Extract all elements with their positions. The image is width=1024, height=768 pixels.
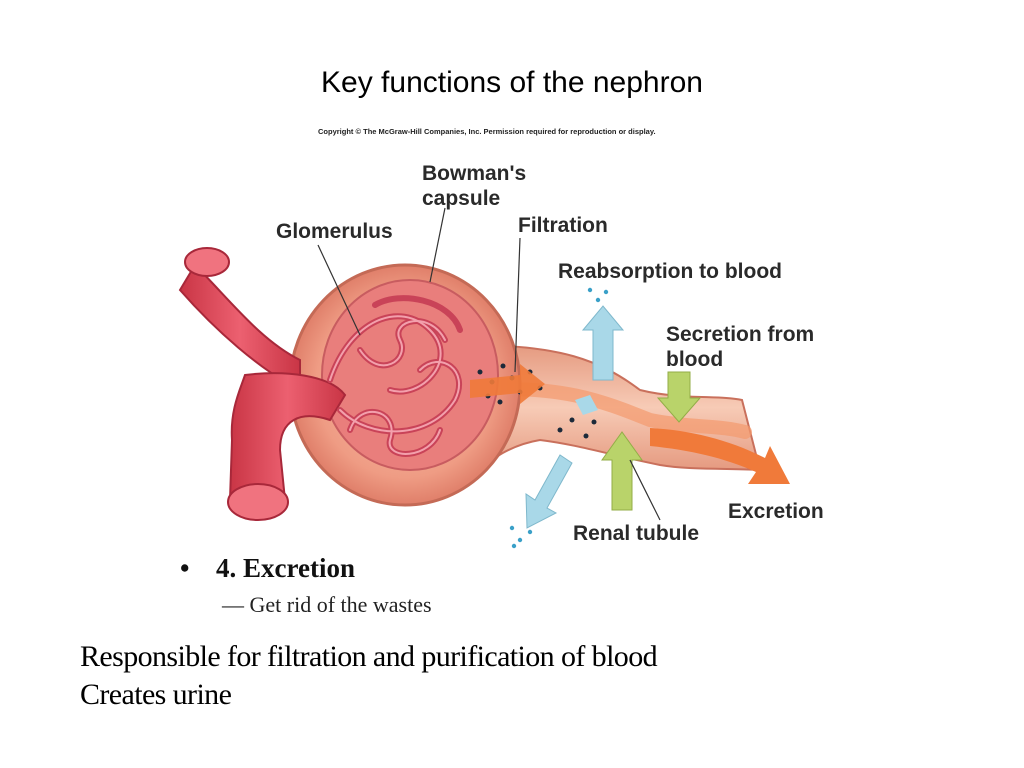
label-secretion-1: Secretion from bbox=[666, 323, 814, 346]
bullet-subpoint: — Get rid of the wastes bbox=[222, 592, 432, 617]
reabsorption-arrow-down bbox=[525, 454, 573, 529]
secretion-arrow-top bbox=[656, 371, 702, 423]
label-renal-tubule: Renal tubule bbox=[573, 522, 699, 545]
efferent-opening bbox=[227, 483, 289, 521]
reabsorption-arrow-up bbox=[581, 305, 625, 381]
glomerulus-highlight bbox=[329, 315, 461, 455]
bullet-excretion: • 4. Excretion bbox=[180, 553, 355, 584]
excretion-arrow bbox=[650, 428, 790, 484]
filtration-arrow bbox=[470, 364, 545, 404]
label-reabsorption: Reabsorption to blood bbox=[558, 260, 782, 283]
secretion-arrow-bottom bbox=[601, 431, 643, 511]
body-line-2: Creates urine bbox=[80, 678, 232, 711]
capsule-inner bbox=[321, 279, 499, 471]
afferent-arteriole bbox=[178, 263, 301, 392]
bullet-heading: 4. Excretion bbox=[216, 553, 355, 583]
label-bowmans-capsule-2: capsule bbox=[422, 187, 500, 210]
label-excretion: Excretion bbox=[728, 500, 824, 523]
label-glomerulus: Glomerulus bbox=[276, 220, 393, 243]
leader-lines bbox=[317, 207, 661, 521]
slide-title: Key functions of the nephron bbox=[321, 66, 703, 99]
label-bowmans-capsule-1: Bowman's bbox=[422, 162, 526, 185]
afferent-opening bbox=[184, 247, 230, 277]
efferent-arteriole bbox=[228, 372, 347, 501]
copyright-notice: Copyright © The McGraw-Hill Companies, I… bbox=[318, 127, 656, 136]
reabsorption-arrow-mid bbox=[575, 395, 598, 415]
reabsorbed-particles bbox=[509, 287, 609, 549]
label-secretion-2: blood bbox=[666, 348, 723, 371]
label-filtration: Filtration bbox=[518, 214, 608, 237]
bullet-symbol: • bbox=[180, 553, 190, 583]
body-line-1: Responsible for filtration and purificat… bbox=[80, 640, 658, 673]
